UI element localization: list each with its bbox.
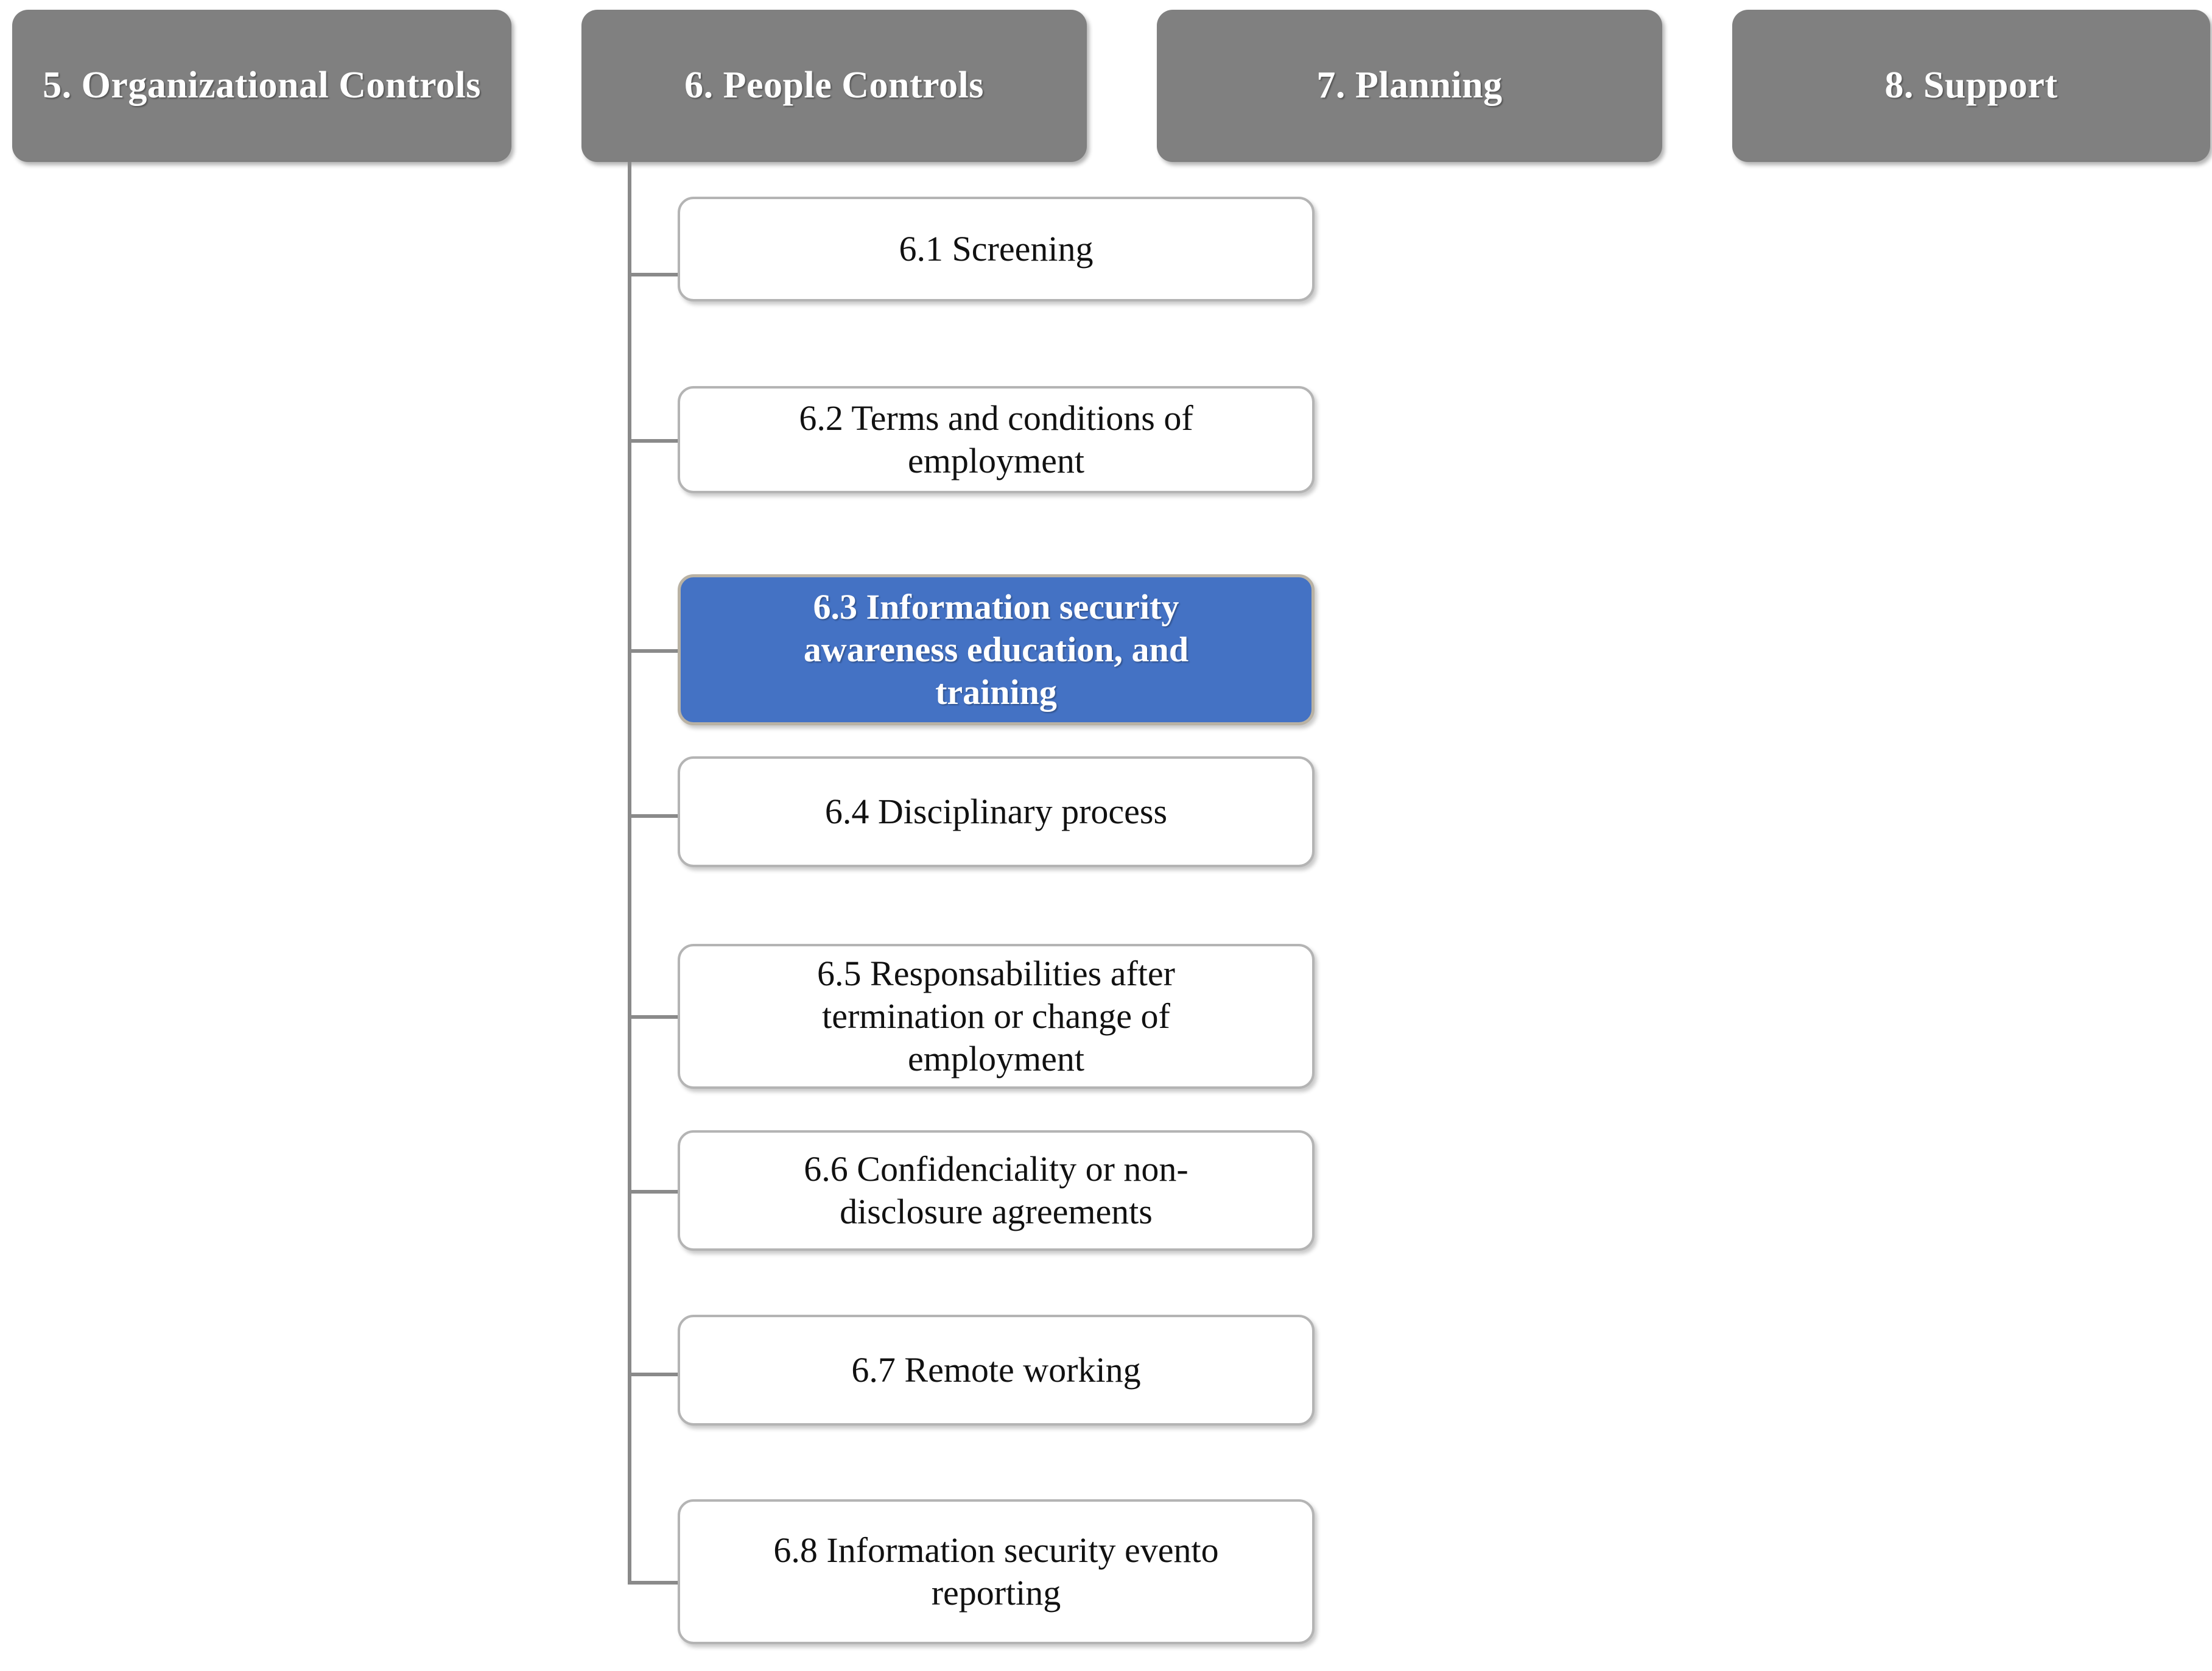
child-node-label: 6.2 Terms and conditions of employment [799, 398, 1193, 480]
child-node-6-6-confidenciality-agreements[interactable]: 6.6 Confidenciality or non- disclosure a… [678, 1130, 1315, 1251]
header-node-label: 8. Support [1884, 65, 2058, 107]
child-node-6-2-terms-and-conditions[interactable]: 6.2 Terms and conditions of employment [678, 386, 1315, 493]
child-node-label: 6.4 Disciplinary process [824, 791, 1168, 831]
header-node-label: 6. People Controls [684, 65, 984, 107]
child-node-label: 6.3 Information security awareness educa… [803, 586, 1189, 712]
child-node-6-3-security-awareness-training[interactable]: 6.3 Information security awareness educa… [678, 574, 1315, 725]
child-node-label: 6.6 Confidenciality or non- disclosure a… [804, 1149, 1189, 1231]
connector-stub-6-4 [628, 814, 679, 818]
connector-stub-6-1 [628, 273, 679, 276]
header-node-planning[interactable]: 7. Planning [1157, 10, 1662, 162]
connector-stub-6-8 [628, 1581, 679, 1585]
header-node-organizational-controls[interactable]: 5. Organizational Controls [12, 10, 511, 162]
connector-stub-6-7 [628, 1373, 679, 1376]
child-node-6-8-security-event-reporting[interactable]: 6.8 Information security evento reportin… [678, 1499, 1315, 1644]
header-node-people-controls[interactable]: 6. People Controls [581, 10, 1087, 162]
child-node-6-5-responsabilities-after-termination[interactable]: 6.5 Responsabilities after termination o… [678, 944, 1315, 1089]
child-node-6-4-disciplinary-process[interactable]: 6.4 Disciplinary process [678, 756, 1315, 867]
connector-stub-6-6 [628, 1190, 679, 1194]
header-node-support[interactable]: 8. Support [1732, 10, 2210, 162]
child-node-label: 6.8 Information security evento reportin… [773, 1530, 1219, 1613]
child-node-6-7-remote-working[interactable]: 6.7 Remote working [678, 1315, 1315, 1426]
connector-trunk-line [628, 162, 631, 1583]
connector-stub-6-2 [628, 439, 679, 443]
child-node-label: 6.1 Screening [899, 228, 1094, 269]
connector-stub-6-5 [628, 1015, 679, 1019]
header-node-label: 5. Organizational Controls [43, 65, 481, 107]
connector-stub-6-3 [628, 649, 679, 653]
child-node-label: 6.5 Responsabilities after termination o… [817, 953, 1175, 1079]
header-node-label: 7. Planning [1316, 65, 1503, 107]
child-node-6-1-screening[interactable]: 6.1 Screening [678, 197, 1315, 301]
child-node-label: 6.7 Remote working [851, 1349, 1141, 1390]
